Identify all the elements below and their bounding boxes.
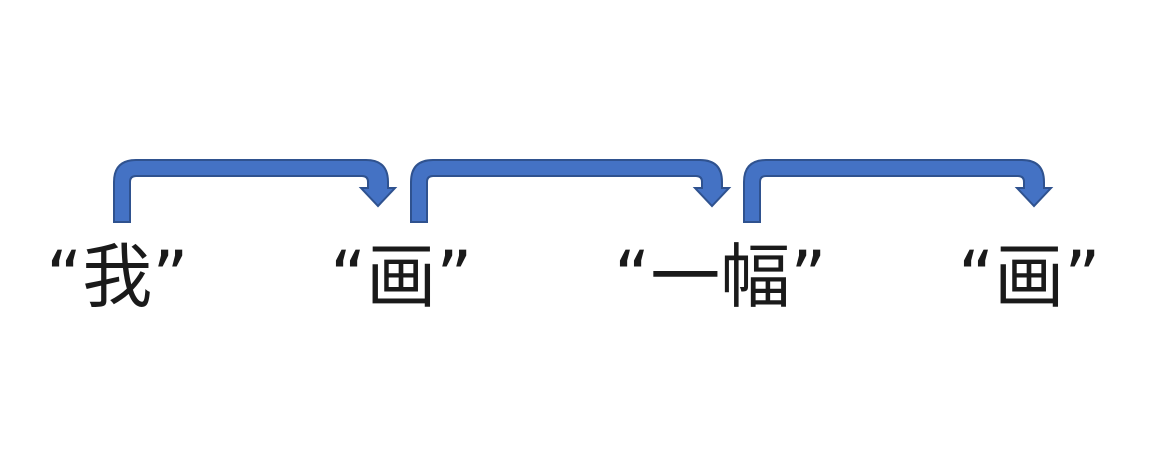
token-yifu: “一幅”	[614, 236, 827, 318]
token-wo: “我”	[46, 236, 189, 318]
arrow-1-icon	[113, 159, 398, 223]
token-hua-1: “画”	[330, 236, 473, 318]
arrow-3-icon	[743, 159, 1054, 223]
arrow-2-icon	[410, 159, 732, 223]
token-hua-2: “画”	[958, 236, 1101, 318]
